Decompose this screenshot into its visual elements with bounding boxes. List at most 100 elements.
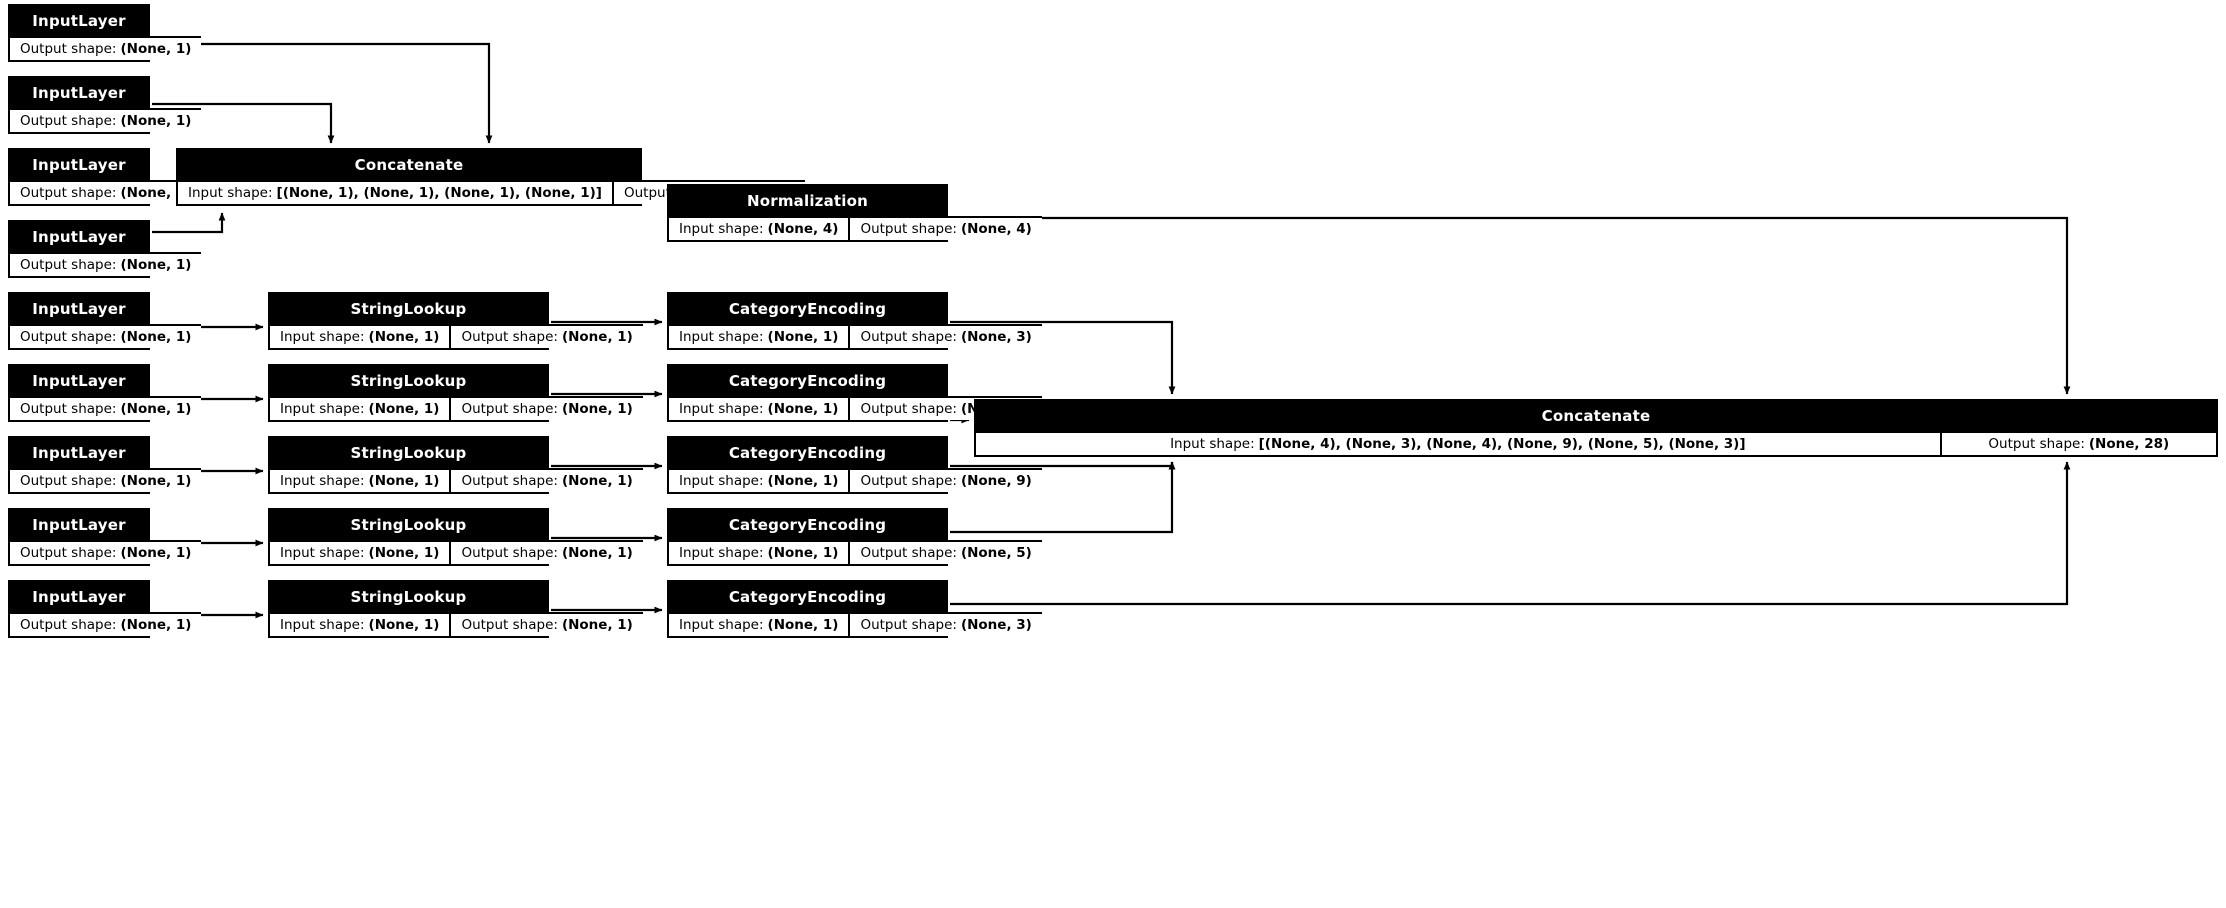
shape-label: Input shape: [1170,436,1255,452]
output-shape-cell: Output shape:(None, 1) [449,540,643,564]
node-title: Concatenate [976,401,2216,431]
shape-value: (None, 1) [120,185,192,201]
node-title: InputLayer [10,294,148,324]
input-shape-cell: Input shape:[(None, 4), (None, 3), (None… [976,431,1940,455]
output-shape-cell: Output shape:(None, 1) [10,252,202,276]
node-title: StringLookup [270,510,547,540]
node-title: CategoryEncoding [669,294,946,324]
node-title: InputLayer [10,222,148,252]
shape-label: Output shape: [20,113,117,129]
output-shape-cell: Output shape:(None, 1) [449,396,643,420]
shape-label: Input shape: [188,185,273,201]
node-shape-row: Output shape:(None, 1) [10,540,202,564]
shape-label: Output shape: [461,473,558,489]
shape-label: Output shape: [461,329,558,345]
shape-label: Output shape: [20,473,117,489]
node-title: CategoryEncoding [669,582,946,612]
shape-value: (None, 1) [767,329,839,345]
shape-value: (None, 1) [368,473,440,489]
shape-value: [(None, 1), (None, 1), (None, 1), (None,… [276,185,602,201]
shape-label: Output shape: [461,401,558,417]
output-shape-cell: Output shape:(None, 1) [10,540,202,564]
shape-label: Output shape: [20,41,117,57]
shape-value: (None, 4) [767,221,839,237]
input-shape-cell: Input shape:(None, 1) [270,324,450,348]
shape-label: Output shape: [860,473,957,489]
shape-value: (None, 1) [120,113,192,129]
node-title: InputLayer [10,366,148,396]
shape-value: (None, 1) [561,329,633,345]
shape-value: (None, 3) [960,617,1032,633]
node-shape-row: Input shape:(None, 4)Output shape:(None,… [669,216,1042,240]
shape-label: Output shape: [20,329,117,345]
output-shape-cell: Output shape:(None, 28) [1939,431,2216,455]
edge-normalization-to-concat_all [950,216,2071,395]
shape-label: Input shape: [280,401,365,417]
shape-label: Input shape: [280,617,365,633]
node-shape-row: Input shape:[(None, 1), (None, 1), (None… [178,180,806,204]
output-shape-cell: Output shape:(None, 1) [10,612,202,636]
shape-value: (None, 28) [2088,436,2170,452]
shape-label: Input shape: [679,617,764,633]
input-shape-cell: Input shape:(None, 1) [669,468,849,492]
shape-value: (None, 1) [767,401,839,417]
shape-label: Output shape: [860,545,957,561]
shape-label: Output shape: [461,617,558,633]
shape-label: Output shape: [860,401,957,417]
node-shape-row: Input shape:(None, 1)Output shape:(None,… [669,612,1042,636]
shape-label: Output shape: [860,617,957,633]
node-title: CategoryEncoding [669,366,946,396]
output-shape-cell: Output shape:(None, 3) [848,612,1042,636]
shape-label: Output shape: [461,545,558,561]
shape-value: (None, 1) [120,257,192,273]
node-shape-row: Output shape:(None, 1) [10,36,202,60]
shape-value: (None, 1) [120,401,192,417]
edge-catenc_5-to-concat_all [950,461,2071,606]
node-shape-row: Output shape:(None, 1) [10,612,202,636]
shape-value: (None, 1) [120,41,192,57]
shape-value: (None, 1) [120,473,192,489]
node-title: StringLookup [270,294,547,324]
shape-value: (None, 4) [960,221,1032,237]
shape-label: Input shape: [280,473,365,489]
shape-value: (None, 3) [960,329,1032,345]
node-shape-row: Output shape:(None, 1) [10,468,202,492]
node-shape-row: Input shape:(None, 1)Output shape:(None,… [669,540,1042,564]
shape-value: (None, 1) [120,617,192,633]
input-shape-cell: Input shape:(None, 1) [270,468,450,492]
shape-label: Input shape: [679,473,764,489]
shape-value: (None, 1) [561,545,633,561]
shape-value: (None, 1) [561,617,633,633]
node-shape-row: Input shape:(None, 1)Output shape:(None,… [270,612,643,636]
node-title: Concatenate [178,150,640,180]
node-shape-row: Input shape:(None, 1) Output shape:(None,… [270,324,643,348]
node-shape-row: Output shape:(None, 1) [10,252,202,276]
input-shape-cell: Input shape:(None, 1) [669,324,849,348]
output-shape-cell: Output shape:(None, 1) [449,468,643,492]
node-shape-row: Input shape:(None, 1)Output shape:(None,… [669,396,1042,420]
node-shape-row: Output shape:(None, 1) [10,396,202,420]
shape-label: Output shape: [20,257,117,273]
output-shape-cell: Output shape:(None, 4) [848,216,1042,240]
shape-label: Output shape: [1988,436,2085,452]
shape-value: (None, 5) [960,545,1032,561]
shape-label: Input shape: [679,221,764,237]
node-shape-row: Input shape:(None, 1)Output shape:(None,… [270,540,643,564]
shape-value: (None, 1) [561,473,633,489]
output-shape-cell: Output shape:(None, 1) [10,180,202,204]
node-shape-row: Input shape:(None, 1)Output shape:(None,… [270,468,643,492]
node-shape-row: Output shape:(None, 1) [10,324,202,348]
edge-catenc_3-to-concat_all [950,461,1176,470]
